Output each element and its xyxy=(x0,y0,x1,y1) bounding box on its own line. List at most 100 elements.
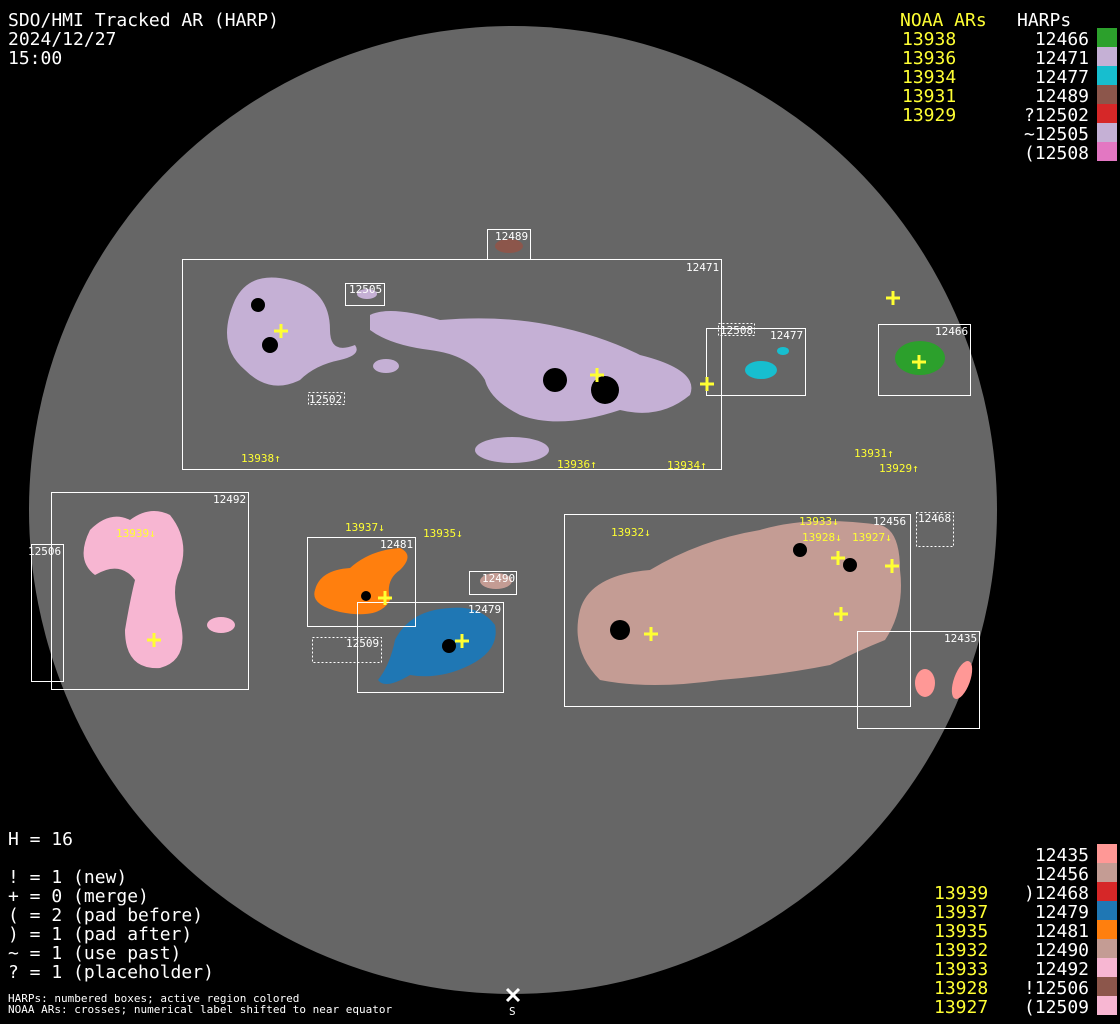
noaa-ar-entry: 13935 xyxy=(934,921,989,942)
note-noaa: NOAA ARs: crosses; numerical label shift… xyxy=(8,1003,393,1016)
harp-label: 12490 xyxy=(482,572,515,585)
noaa-ar-entry: 13927 xyxy=(934,997,989,1018)
noaa-label: 13937↓ xyxy=(345,521,385,534)
region-12489 xyxy=(495,239,523,253)
region-12505 xyxy=(357,289,377,299)
harp-box-12492 xyxy=(51,492,249,690)
flag-legend-entry: ? = 1 (placeholder) xyxy=(8,962,214,983)
region-12492b xyxy=(207,617,235,633)
harp-entry: 12492 xyxy=(1034,959,1089,980)
noaa-label: 13927↓ xyxy=(852,531,892,544)
harp-labels: 12471 12489 12505 12508 12477 12466 1250… xyxy=(28,230,977,650)
harp-color-swatch xyxy=(1097,28,1117,47)
region-12471d xyxy=(373,359,399,373)
noaa-crosses xyxy=(147,291,926,648)
noaa-ar-entry: 13939 xyxy=(934,883,989,904)
south-pole-marker-icon xyxy=(505,987,521,1003)
harp-entry: 12435 xyxy=(1034,845,1089,866)
flag-legend-entry: ) = 1 (pad after) xyxy=(8,924,193,945)
time: 15:00 xyxy=(8,48,63,69)
harp-box-12479 xyxy=(357,602,504,693)
region-12435a xyxy=(915,669,935,697)
noaa-label: 13931↑ xyxy=(854,447,894,460)
noaa-ar-entry: 13929 xyxy=(902,105,957,126)
harp-box-12481 xyxy=(307,537,416,627)
harp-color-swatch xyxy=(1097,920,1117,939)
harp-color-swatch xyxy=(1097,939,1117,958)
harp-entry: (12509 xyxy=(1023,997,1089,1018)
harp-entry: (12508 xyxy=(1023,143,1089,164)
harp-color-swatch xyxy=(1097,901,1117,920)
harp-boxes xyxy=(31,229,980,729)
region-12477b xyxy=(777,347,789,355)
region-12490 xyxy=(480,573,512,589)
noaa-cross-icon xyxy=(700,377,714,391)
harp-entry: 12466 xyxy=(1034,29,1089,50)
noaa-label: 13939↓ xyxy=(116,527,156,540)
harp-color-swatch xyxy=(1097,863,1117,882)
noaa-label: 13928↓ xyxy=(802,531,842,544)
harp-box-12466 xyxy=(878,324,971,396)
harp-label: 12506 xyxy=(28,545,61,558)
harp-color-swatch xyxy=(1097,85,1117,104)
noaa-label: 13933↓ xyxy=(799,515,839,528)
active-regions xyxy=(83,239,973,699)
harp-label: 12505 xyxy=(349,283,382,296)
harp-entry: 12477 xyxy=(1034,67,1089,88)
noaa-label: 13929↑ xyxy=(879,462,919,475)
harp-entry: )12468 xyxy=(1023,883,1089,904)
harp-label: 12477 xyxy=(770,329,803,342)
harp-color-swatch xyxy=(1097,66,1117,85)
harp-label: 12466 xyxy=(935,325,968,338)
harp-color-swatch xyxy=(1097,142,1117,161)
flag-legend-entry: + = 0 (merge) xyxy=(8,886,149,907)
flag-legend-entry: ! = 1 (new) xyxy=(8,867,128,888)
noaa-cross-icon xyxy=(274,324,288,338)
noaa-labels: 13938↑ 13936↑ 13934↑ 13931↑ 13929↑ 13937… xyxy=(116,447,919,544)
solar-disk xyxy=(29,26,997,994)
harp-entry: ~12505 xyxy=(1023,124,1089,145)
harp-color-swatch xyxy=(1097,123,1117,142)
harp-color-swatch xyxy=(1097,844,1117,863)
harp-entry: 12479 xyxy=(1034,902,1089,923)
noaa-cross-icon xyxy=(912,355,926,369)
region-12477 xyxy=(745,361,777,379)
noaa-ar-entry: 13931 xyxy=(902,86,957,107)
noaa-cross-icon xyxy=(834,607,848,621)
date: 2024/12/27 xyxy=(8,29,117,50)
harp-label: 12479 xyxy=(468,603,501,616)
region-12471c xyxy=(475,437,549,463)
harp-label: 12502 xyxy=(309,393,342,406)
harp-entry: 12481 xyxy=(1034,921,1089,942)
noaa-cross-icon xyxy=(886,291,900,305)
harp-color-swatch xyxy=(1097,882,1117,901)
noaa-label: 13934↑ xyxy=(667,459,707,472)
harp-color-swatch xyxy=(1097,47,1117,66)
harp-entry: 12471 xyxy=(1034,48,1089,69)
harp-label: 12509 xyxy=(346,637,379,650)
noaa-cross-icon xyxy=(644,627,658,641)
harp-label: 12492 xyxy=(213,493,246,506)
harp-box-12508 xyxy=(718,323,755,336)
flag-legend-entry: ( = 2 (pad before) xyxy=(8,905,204,926)
note-harps: HARPs: numbered boxes; active region col… xyxy=(8,992,300,1005)
noaa-cross-icon xyxy=(147,633,161,647)
noaa-label: 13935↓ xyxy=(423,527,463,540)
harp-header: HARPs xyxy=(1017,10,1072,31)
harp-entry: !12506 xyxy=(1023,978,1089,999)
harp-entry: 12489 xyxy=(1034,86,1089,107)
noaa-label: 13938↑ xyxy=(241,452,281,465)
harp-entry: ?12502 xyxy=(1023,105,1089,126)
harp-box-12471 xyxy=(182,259,722,470)
noaa-ar-entry: 13934 xyxy=(902,67,957,88)
harp-box-12435 xyxy=(857,631,980,729)
noaa-ar-entry: 13933 xyxy=(934,959,989,980)
harp-color-swatch xyxy=(1097,996,1117,1015)
region-12435b xyxy=(951,661,973,699)
harp-box-12509 xyxy=(312,637,382,663)
harp-box-12506 xyxy=(31,544,64,682)
harp-label: 12435 xyxy=(944,632,977,645)
noaa-ar-entry: 13936 xyxy=(902,48,957,69)
noaa-cross-icon xyxy=(831,551,845,565)
harp-count: H = 16 xyxy=(8,829,74,850)
